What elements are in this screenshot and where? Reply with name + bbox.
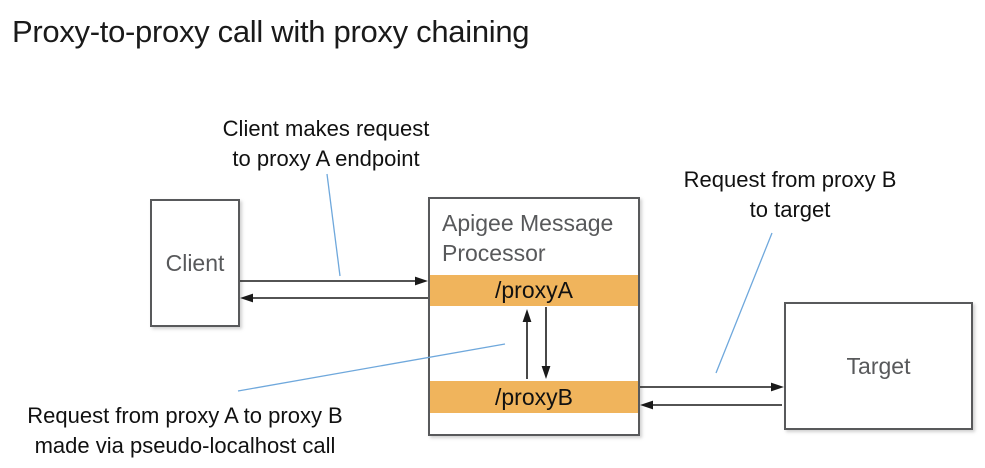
leader-client-annotation [326,173,341,277]
annotation-target-request: Request from proxy B to target [630,165,950,225]
client-box: Client [150,199,240,327]
annotation-localhost-call: Request from proxy A to proxy B made via… [9,401,361,461]
proxy-b-label: /proxyB [495,383,573,410]
client-label: Client [165,249,225,276]
arrow-client-to-proxya [240,276,428,286]
annotation-target-request-line2: to target [749,197,831,222]
annotation-client-request-line2: to proxy A endpoint [232,146,420,171]
annotation-localhost-call-line2: made via pseudo-localhost call [34,433,336,458]
proxy-a-endpoint-band: /proxyA [430,275,638,306]
proxy-b-endpoint-band: /proxyB [430,381,638,413]
target-label: Target [846,352,911,379]
annotation-client-request: Client makes request to proxy A endpoint [166,114,486,174]
arrow-target-to-proxyb [640,400,782,410]
annotation-client-request-line1: Client makes request [222,116,430,141]
annotation-target-request-line1: Request from proxy B [683,167,897,192]
arrow-proxyb-to-target [640,382,784,392]
annotation-localhost-call-line1: Request from proxy A to proxy B [27,403,343,428]
target-box: Target [784,302,973,430]
arrow-proxya-to-client [240,293,428,303]
message-processor-label: Apigee Message Processor [442,210,614,266]
leader-target-annotation [715,232,773,374]
diagram-title: Proxy-to-proxy call with proxy chaining [12,14,530,49]
proxy-a-label: /proxyA [495,277,573,303]
message-processor-box: Apigee Message Processor /proxyA /proxyB [428,197,640,436]
